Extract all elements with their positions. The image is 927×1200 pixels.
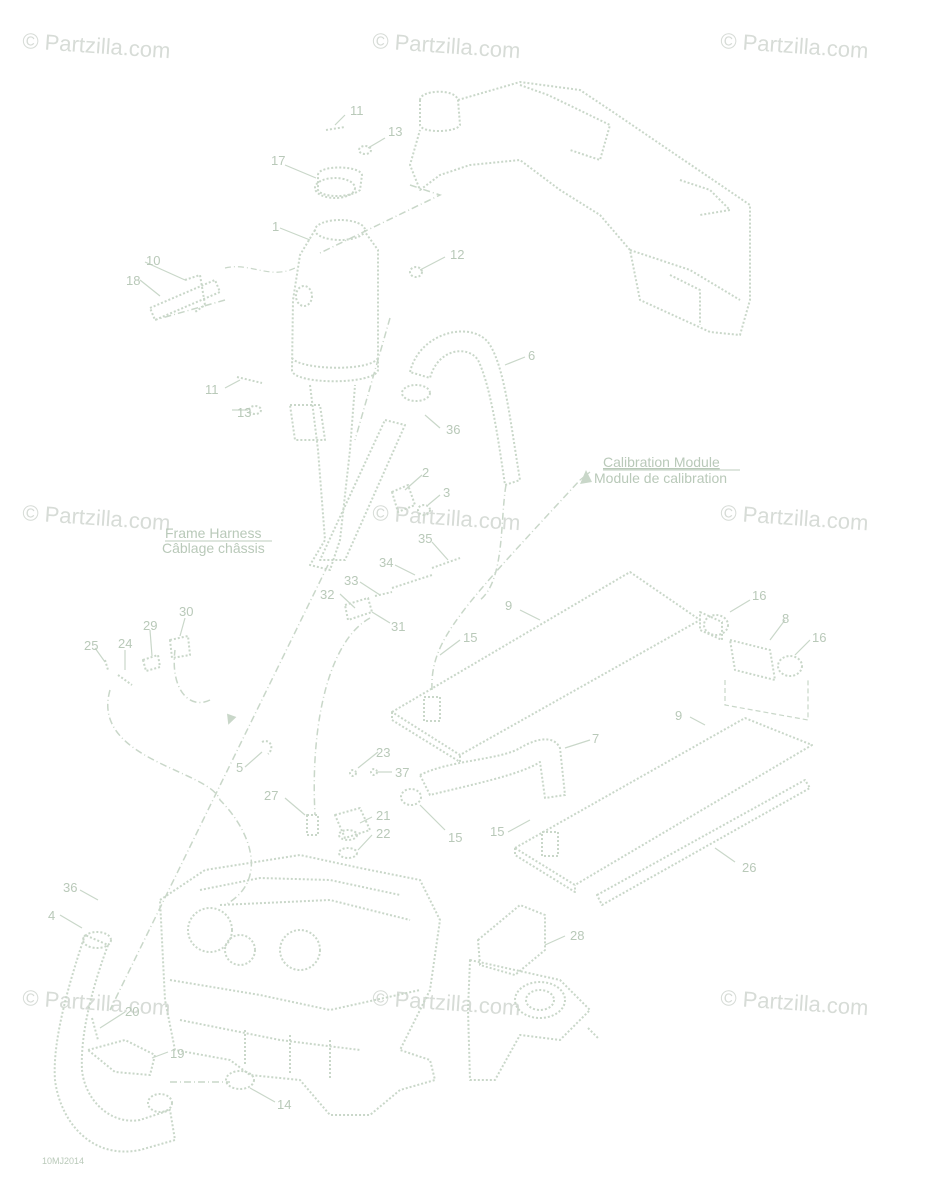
callout-20: 20 (125, 1004, 139, 1019)
callout-2: 2 (422, 465, 429, 480)
calibration-module-label-fr: Module de calibration (594, 470, 727, 486)
callout-25: 25 (84, 638, 98, 653)
watermark: © Partzilla.com (720, 500, 870, 535)
watermark: © Partzilla.com (22, 985, 172, 1020)
callout-34: 34 (379, 555, 393, 570)
callout-12: 12 (450, 247, 464, 262)
hose-4-drawing (53, 931, 176, 1153)
callout-18: 18 (126, 273, 140, 288)
callout-14: 14 (277, 1097, 291, 1112)
callout-29: 29 (143, 618, 157, 633)
temperature-sensor-drawing (306, 768, 378, 859)
callout-22: 22 (376, 826, 390, 841)
engine-drawing (159, 854, 441, 1116)
calibration-module-label: Calibration Module (603, 454, 720, 470)
callout-15b: 15 (490, 824, 504, 839)
callout-30: 30 (179, 604, 193, 619)
tank-assembly-drawing (409, 81, 751, 336)
callout-27: 27 (264, 788, 278, 803)
frame-harness-label: Frame Harness (165, 525, 261, 541)
watermark: © Partzilla.com (22, 500, 172, 535)
callout-21: 21 (376, 808, 390, 823)
callout-33: 33 (344, 573, 358, 588)
callout-numbers: 1 2 3 4 5 6 7 8 9 9 10 11 11 12 13 13 14… (48, 103, 826, 1112)
callout-35: 35 (418, 531, 432, 546)
callout-19: 19 (170, 1046, 184, 1061)
watermark: © Partzilla.com (372, 985, 522, 1020)
callout-16b: 16 (812, 630, 826, 645)
callout-26: 26 (742, 860, 756, 875)
callout-3: 3 (443, 485, 450, 500)
bracket-28-drawing (467, 904, 599, 1081)
callout-17: 17 (271, 153, 285, 168)
callout-23: 23 (376, 745, 390, 760)
callout-15: 15 (463, 630, 477, 645)
callout-10: 10 (146, 253, 160, 268)
callout-13b: 13 (237, 405, 251, 420)
callout-7: 7 (592, 731, 599, 746)
radiator-upper-drawing (391, 571, 803, 763)
coolant-tank-drawing (289, 166, 379, 571)
callout-15c: 15 (448, 830, 462, 845)
radiator-lower-drawing (514, 680, 813, 906)
watermark: © Partzilla.com (372, 28, 522, 63)
section-labels: Calibration Module Module de calibration… (162, 454, 740, 556)
frame-harness-label-fr: Câblage châssis (162, 540, 265, 556)
watermark: © Partzilla.com (22, 28, 172, 63)
callout-36b: 36 (63, 880, 77, 895)
callout-36: 36 (446, 422, 460, 437)
leader-lines (59, 114, 811, 1103)
callout-32: 32 (320, 587, 334, 602)
clamp-14-drawing (225, 1070, 255, 1090)
hose-6-drawing (319, 330, 521, 561)
callout-8: 8 (782, 611, 789, 626)
routing-lines (107, 184, 581, 1083)
callout-9: 9 (505, 598, 512, 613)
watermark: © Partzilla.com (720, 985, 870, 1020)
drawing-code: 10MJ2014 (42, 1156, 84, 1166)
callout-4: 4 (48, 908, 55, 923)
callout-24: 24 (118, 636, 132, 651)
callout-31: 31 (391, 619, 405, 634)
callout-9b: 9 (675, 708, 682, 723)
callout-16: 16 (752, 588, 766, 603)
callout-37: 37 (395, 765, 409, 780)
watermark: © Partzilla.com (720, 28, 870, 63)
callout-11b: 11 (205, 382, 219, 397)
callout-28: 28 (570, 928, 584, 943)
hose-7-drawing (400, 738, 566, 806)
vent-hose-drawing (149, 266, 296, 321)
callout-11: 11 (350, 103, 364, 118)
callout-5: 5 (236, 760, 243, 775)
callout-6: 6 (528, 348, 535, 363)
small-fasteners (104, 126, 461, 755)
watermark: © Partzilla.com (372, 500, 522, 535)
callout-1: 1 (272, 219, 279, 234)
callout-13: 13 (388, 124, 402, 139)
calibration-arrow (227, 470, 592, 725)
